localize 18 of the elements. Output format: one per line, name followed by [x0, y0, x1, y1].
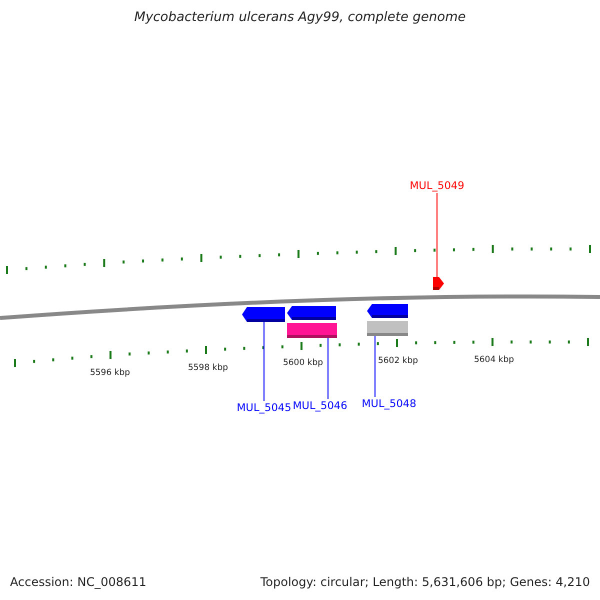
gene-label: MUL_5049 — [405, 179, 469, 193]
gene-feature — [287, 306, 336, 320]
gene-box — [367, 321, 408, 336]
gene-label: MUL_5048 — [357, 397, 421, 411]
scale-label: 5598 kbp — [188, 363, 228, 373]
leader-line — [436, 192, 438, 278]
scale-label: 5602 kbp — [378, 356, 418, 366]
diagram-title: Mycobacterium ulcerans Agy99, complete genome — [133, 10, 467, 25]
scale-label: 5596 kbp — [90, 368, 130, 378]
gene-feature — [242, 307, 285, 322]
gene-box — [287, 323, 337, 338]
scale-label: 5604 kbp — [474, 355, 514, 365]
gene-feature — [367, 304, 408, 318]
leader-line — [374, 336, 376, 398]
footer-text: Accession: NC_008611 — [10, 575, 146, 589]
scale-label: 5600 kbp — [282, 358, 324, 368]
gene-feature — [433, 277, 444, 290]
footer-text: Topology: circular; Length: 5,631,606 bp; Genes: 4,210 — [260, 575, 590, 589]
